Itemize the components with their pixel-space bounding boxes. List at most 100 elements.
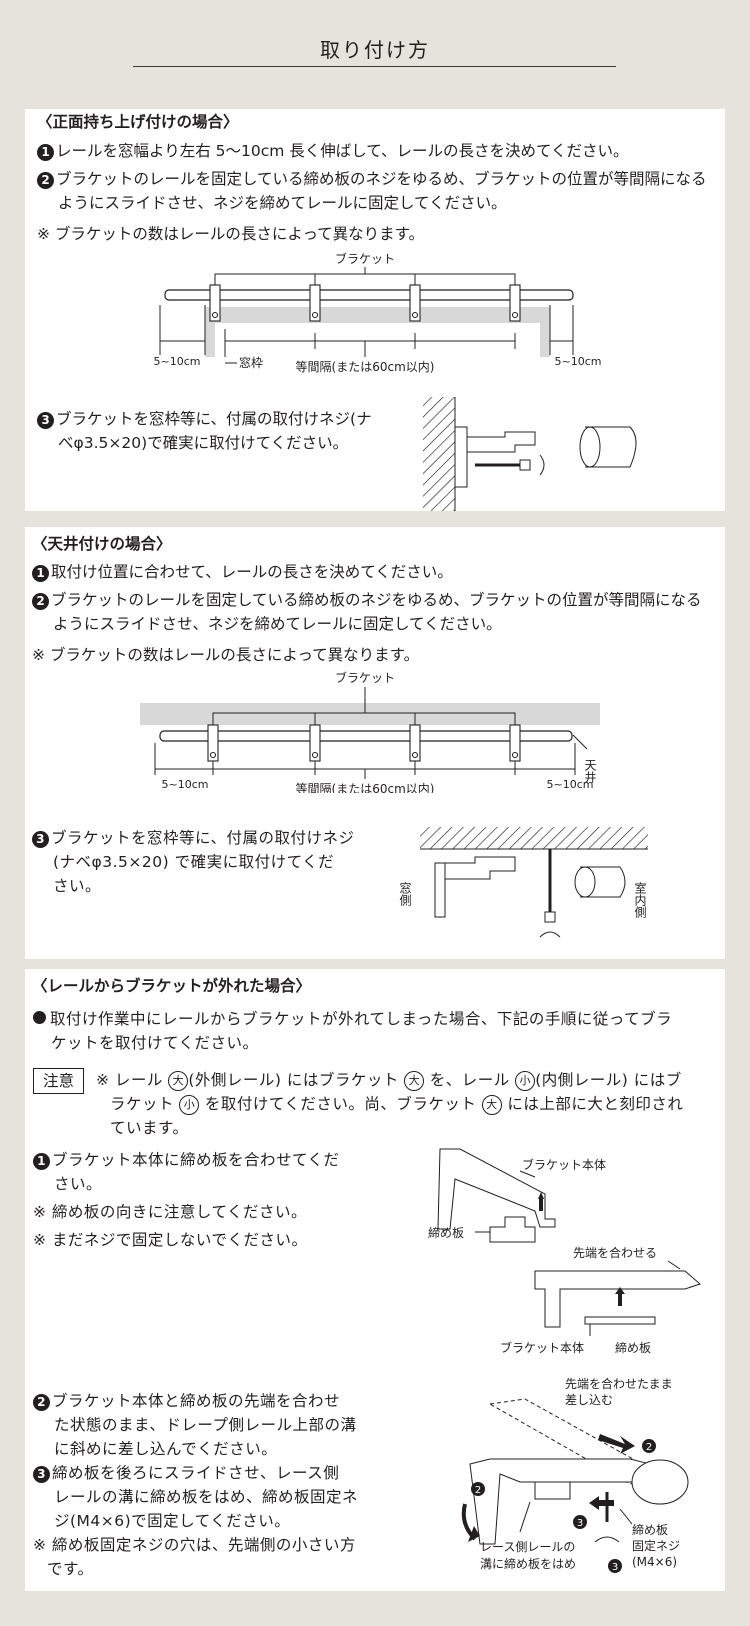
screw-label: 固定ネジ xyxy=(632,1538,680,1553)
screw-label: 締め板 xyxy=(632,1522,668,1537)
step-number: 1 xyxy=(32,565,49,582)
wall-hatch xyxy=(423,397,455,511)
repair-note: ※ 締め板固定ネジの穴は、先端側の小さい方 です。 xyxy=(33,1533,378,1581)
plate-label-2: 締め板 xyxy=(615,1340,651,1355)
step-text: ブラケットを窓枠等に、付属の取付けネジ xyxy=(51,829,355,847)
align-label: 先端を合わせる xyxy=(573,1245,657,1260)
caution-text-part: ※ レール xyxy=(96,1071,163,1089)
fig-step-3: 3 xyxy=(577,1518,583,1529)
intro-text: ケットを取付けてください。 xyxy=(51,1034,259,1052)
front-bracket-figure xyxy=(423,397,637,511)
note: ※ ブラケットの数はレールの長さによって異なります。 xyxy=(32,646,420,664)
caution-text-part: を取付けてください。尚、ブラケット xyxy=(204,1095,477,1113)
fig-step-2: 2 xyxy=(475,1485,481,1496)
intro: 取付け作業中にレールからブラケットが外れてしまった場合、下記の手順に従ってブラ … xyxy=(33,1007,723,1055)
bullet xyxy=(33,1011,46,1024)
body-label: ブラケット本体 xyxy=(522,1157,606,1172)
fig-step-3: 3 xyxy=(612,1562,618,1573)
large-mark: 大 xyxy=(481,1095,502,1115)
section-heading: 〈天井付けの場合〉 xyxy=(32,535,172,553)
step-number: 3 xyxy=(32,831,49,848)
step-text: ブラケットのレールを固定している締め板のネジをゆるめ、ブラケットの位置が等間隔に… xyxy=(56,170,707,188)
caution-text: ※ レール 大(外側レール) にはブラケット 大 を、レール 小(内側レール) … xyxy=(96,1068,721,1140)
bracket-label: ブラケット xyxy=(335,251,395,266)
note-text: ※ 締め板固定ネジの穴は、先端側の小さい方 xyxy=(33,1536,356,1554)
step-text: ようにスライドさせ、ネジを締めてレールに固定してください。 xyxy=(58,194,507,212)
body-label-2: ブラケット本体 xyxy=(500,1340,584,1355)
assembly-figure-2: 先端を合わせたまま 差し込む 2 2 3 3 レース側レールの 溝に締め板をはめ… xyxy=(461,1376,689,1573)
step-text: ブラケットを窓枠等に、付属の取付けネジ(ナ xyxy=(56,410,372,428)
small-mark: 小 xyxy=(179,1095,200,1115)
screw-label: (M4×6) xyxy=(632,1555,677,1569)
step-text: べφ3.5×20)で確実に取付けてください。 xyxy=(58,434,349,452)
section-bracket-detached: 〈レールからブラケットが外れた場合〉 取付け作業中にレールからブラケットが外れて… xyxy=(25,969,725,1591)
step-text: レールを窓幅より左右 5～10cm 長く伸ばして、レールの長さを決めてください。 xyxy=(56,142,629,160)
spacing-label: 等間隔(または60cm以内) xyxy=(296,782,435,793)
rail xyxy=(164,289,574,301)
front-mount-diagram: ブラケット 5~10cm 5~10cm 窓枠 等間隔(または60cm以内) xyxy=(154,251,602,374)
note-text: です。 xyxy=(47,1560,94,1578)
caution-text-part: ラケット xyxy=(110,1095,175,1113)
step-text: た状態のまま、ドレープ側レール上部の溝 xyxy=(54,1416,357,1434)
title-underline xyxy=(133,66,616,67)
step-text: に斜めに差し込んでください。 xyxy=(54,1440,278,1458)
step-text: 取付け位置に合わせて、レールの長さを決めてください。 xyxy=(51,563,453,581)
step-number: 1 xyxy=(37,144,54,161)
large-mark: 大 xyxy=(168,1071,189,1091)
step-text: ブラケットのレールを固定している締め板のネジをゆるめ、ブラケットの位置が等間隔に… xyxy=(51,591,702,609)
window-area xyxy=(205,307,550,323)
step-text: さい。 xyxy=(53,877,102,895)
left-gap-label: 5~10cm xyxy=(154,355,201,368)
step-number: 2 xyxy=(33,1394,50,1411)
step-text: ブラケット本体に締め板を合わせてくだ xyxy=(52,1151,340,1169)
step-text: ジ(M4×6)で固定してください。 xyxy=(54,1512,291,1530)
room-side-label: 室内側 xyxy=(633,881,647,918)
window-frame-label: 窓枠 xyxy=(239,355,263,370)
step-number: 1 xyxy=(33,1153,50,1170)
caution-text-part: (外側レール) にはブラケット xyxy=(188,1071,399,1089)
caution-text-part: (内側レール) にはブ xyxy=(535,1071,682,1089)
note: ※ ブラケットの数はレールの長さによって異なります。 xyxy=(37,225,425,243)
page-title: 取り付け方 xyxy=(320,38,430,62)
ceiling-bracket-figure: 窓側 室内側 xyxy=(398,827,648,938)
step-text: ようにスライドさせ、ネジを締めてレールに固定してください。 xyxy=(53,615,502,633)
right-gap-label: 5~10cm xyxy=(555,355,602,368)
step-number: 2 xyxy=(32,593,49,610)
insert-label: 差し込む xyxy=(565,1393,613,1407)
step-text: さい。 xyxy=(54,1175,103,1193)
left-gap-label: 5~10cm xyxy=(162,778,209,791)
step-text: 締め板を後ろにスライドさせ、レース側 xyxy=(52,1464,340,1482)
caution-text-part: ています。 xyxy=(110,1119,189,1137)
lace-label: レース側レールの xyxy=(480,1540,575,1554)
large-mark: 大 xyxy=(404,1071,425,1091)
step-text: ブラケット本体と締め板の先端を合わせ xyxy=(52,1392,341,1410)
step-text: (ナベφ3.5×20) で確実に取付けてくだ xyxy=(53,853,335,871)
lace-label: 溝に締め板をはめ xyxy=(480,1556,576,1571)
rail xyxy=(159,730,573,742)
ceiling-label: 天井 xyxy=(583,759,597,784)
caution-text-part: には上部に大と刻印され xyxy=(507,1095,684,1113)
window-side-label: 窓側 xyxy=(398,881,412,906)
section-heading: 〈レールからブラケットが外れた場合〉 xyxy=(32,977,312,995)
ceiling-mount-diagram: ブラケット 5~10cm 5~10cm 等間隔(または60cm以内) xyxy=(140,670,600,793)
insert-label: 先端を合わせたまま xyxy=(565,1376,673,1391)
step-number: 2 xyxy=(37,172,54,189)
step-text: レールの溝に締め板をはめ、締め板固定ネ xyxy=(54,1488,359,1506)
step-number: 3 xyxy=(33,1466,50,1483)
fig-step-2: 2 xyxy=(646,1442,652,1453)
intro-text: 取付け作業中にレールからブラケットが外れてしまった場合、下記の手順に従ってブラ xyxy=(50,1010,673,1028)
ceiling-hatch xyxy=(420,827,648,849)
small-mark: 小 xyxy=(515,1071,536,1091)
caution-label: 注意 xyxy=(33,1068,85,1094)
right-gap-label: 5~10cm xyxy=(547,778,594,791)
bracket-label: ブラケット xyxy=(335,670,395,685)
